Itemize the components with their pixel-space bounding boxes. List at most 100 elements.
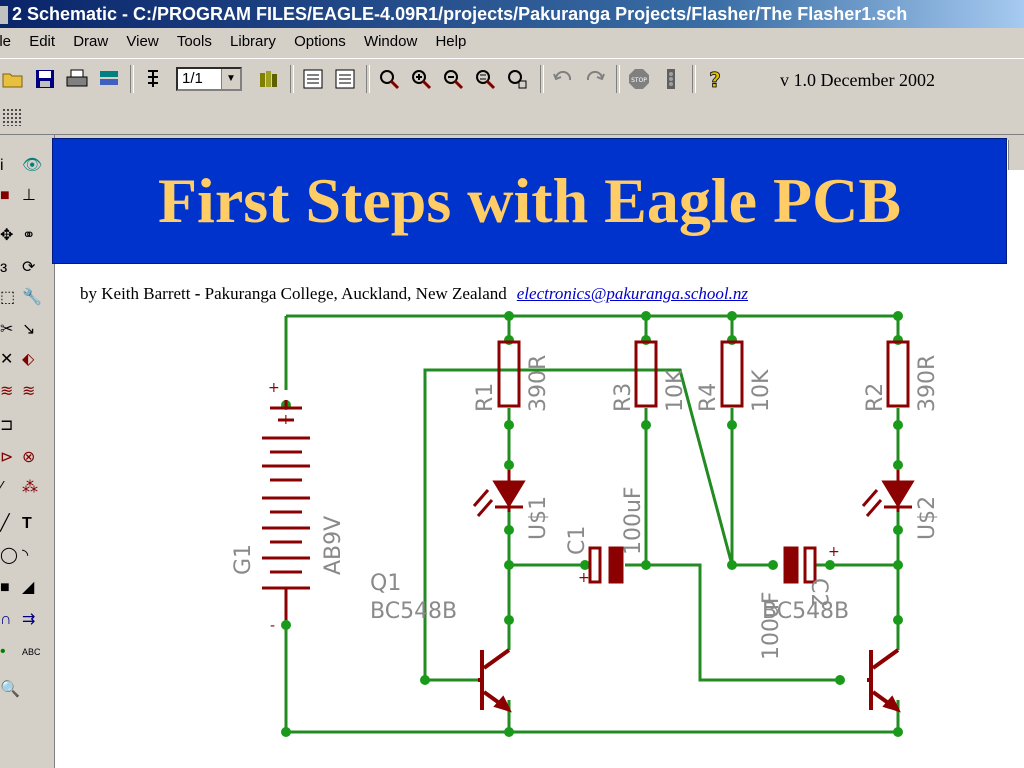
cam-icon[interactable]	[98, 68, 120, 90]
r4-name: R4	[696, 383, 721, 412]
layer-icon[interactable]	[142, 68, 164, 90]
replace-icon[interactable]: ≋	[22, 383, 36, 400]
ulp-icon[interactable]	[334, 68, 356, 90]
arc-icon[interactable]: ◝	[22, 547, 29, 564]
cut-icon[interactable]: ✂	[0, 321, 14, 338]
rect-icon[interactable]: ■	[0, 579, 10, 596]
circle-icon[interactable]: ◯	[0, 547, 18, 564]
svg-text:+: +	[828, 544, 840, 560]
stop-icon[interactable]: STOP	[628, 68, 650, 90]
toolbar-separator	[692, 65, 696, 93]
zoom-in-icon[interactable]	[410, 68, 432, 90]
email-link[interactable]: electronics@pakuranga.school.nz	[516, 284, 749, 303]
r4-value: 10K	[749, 369, 774, 412]
change-icon[interactable]: 🔧	[22, 289, 42, 306]
q1-transistor	[478, 648, 512, 713]
add-icon[interactable]: ⬖	[22, 351, 35, 368]
delete-icon[interactable]: ✕	[0, 351, 14, 368]
g1-value: AB9V	[321, 516, 346, 575]
main-toolbar: 1/1 ▼ STOP ?	[0, 58, 1024, 102]
menu-options[interactable]: Options	[294, 33, 346, 50]
sheet-value: 1/1	[182, 70, 203, 87]
polygon-icon[interactable]: ◢	[22, 579, 35, 596]
display-icon[interactable]: ■	[0, 187, 10, 204]
mirror-icon[interactable]: ɜ	[0, 259, 8, 276]
script-icon[interactable]	[302, 68, 324, 90]
menu-edit[interactable]: Edit	[29, 33, 56, 50]
junctions	[281, 311, 903, 737]
smash-icon[interactable]: ⁄	[0, 479, 3, 496]
mark-icon[interactable]: ⊥	[22, 187, 36, 204]
use-library-icon[interactable]	[258, 68, 280, 90]
pinswap-icon[interactable]: ≋	[0, 383, 14, 400]
svg-text:-: -	[270, 618, 275, 634]
move-icon[interactable]: ✥	[0, 227, 14, 244]
menu-draw[interactable]: Draw	[73, 33, 109, 50]
wire-icon[interactable]: ╱	[0, 515, 10, 532]
redo-icon[interactable]	[584, 68, 606, 90]
grid-icon[interactable]	[2, 108, 22, 126]
group-icon[interactable]: ⬚	[0, 289, 16, 306]
polarity-marks: ++++-	[268, 380, 840, 634]
menu-view[interactable]: View	[126, 33, 159, 50]
title-banner: First Steps with Eagle PCB	[52, 138, 1007, 264]
copy-icon[interactable]: ⚭	[22, 227, 36, 244]
bus-icon[interactable]: ∩	[0, 611, 12, 628]
erc-icon[interactable]: 🔍	[0, 681, 20, 698]
g1-name: G1	[231, 544, 256, 575]
sheet-select[interactable]: 1/1 ▼	[176, 67, 242, 91]
help-icon[interactable]: ?	[704, 68, 726, 90]
r2-resistor	[886, 340, 910, 408]
us2-led	[861, 470, 915, 517]
redraw-icon[interactable]	[474, 68, 496, 90]
print-icon[interactable]	[66, 68, 88, 90]
open-icon[interactable]	[2, 68, 24, 90]
r2-value: 390R	[915, 355, 940, 412]
save-icon[interactable]	[34, 68, 56, 90]
q1-value: BC548B	[370, 599, 457, 624]
slide-title: First Steps with Eagle PCB	[157, 165, 902, 236]
menu-library[interactable]: Library	[230, 33, 276, 50]
c1-capacitor	[588, 546, 624, 584]
r1-resistor	[497, 340, 521, 408]
go-icon[interactable]	[660, 68, 682, 90]
paste-icon[interactable]: ↘	[22, 321, 36, 338]
undo-icon[interactable]	[552, 68, 574, 90]
zoom-out-icon[interactable]	[442, 68, 464, 90]
c1-value: 100uF	[621, 486, 646, 555]
version-label: v 1.0 December 2002	[780, 70, 935, 90]
menu-bar: ile Edit Draw View Tools Library Options…	[0, 28, 1024, 56]
net-icon[interactable]: ⇉	[22, 611, 36, 628]
name-icon[interactable]: ⊳	[0, 449, 14, 466]
r2-name: R2	[863, 383, 888, 412]
rotate-icon[interactable]: ⟳	[22, 259, 36, 276]
text-icon[interactable]: T	[22, 515, 32, 532]
label-icon[interactable]: ABC	[22, 647, 41, 657]
toolbar-separator	[290, 65, 294, 93]
menu-help[interactable]: Help	[435, 33, 467, 50]
toolbar-separator	[616, 65, 620, 93]
menu-file[interactable]: ile	[0, 33, 12, 50]
menu-window[interactable]: Window	[363, 33, 418, 50]
zoom-fit-icon[interactable]	[378, 68, 400, 90]
byline-separator: -	[190, 284, 205, 303]
r3-resistor	[634, 340, 658, 408]
show-icon[interactable]: 👁	[22, 157, 43, 174]
byline-affiliation: Pakuranga College, Auckland, New Zealand	[204, 284, 507, 303]
chevron-down-icon[interactable]: ▼	[221, 69, 240, 89]
c2-name: C2	[806, 578, 831, 607]
menu-tools[interactable]: Tools	[176, 33, 212, 50]
svg-text:?: ?	[709, 68, 721, 90]
junction-icon[interactable]: •	[0, 643, 6, 660]
value-icon[interactable]: ⊗	[22, 449, 36, 466]
zoom-select-icon[interactable]	[506, 68, 528, 90]
q1-name: Q1	[370, 571, 401, 596]
byline: by Keith Barrett - Pakuranga College, Au…	[80, 284, 748, 304]
info-icon[interactable]: i	[0, 157, 4, 174]
r1-value: 390R	[526, 355, 551, 412]
vertical-scrollbar[interactable]	[1008, 140, 1024, 170]
split-icon[interactable]: ⁂	[22, 479, 38, 496]
parameter-toolbar	[0, 100, 1024, 135]
gateswap-icon[interactable]: ⊐	[0, 417, 14, 434]
